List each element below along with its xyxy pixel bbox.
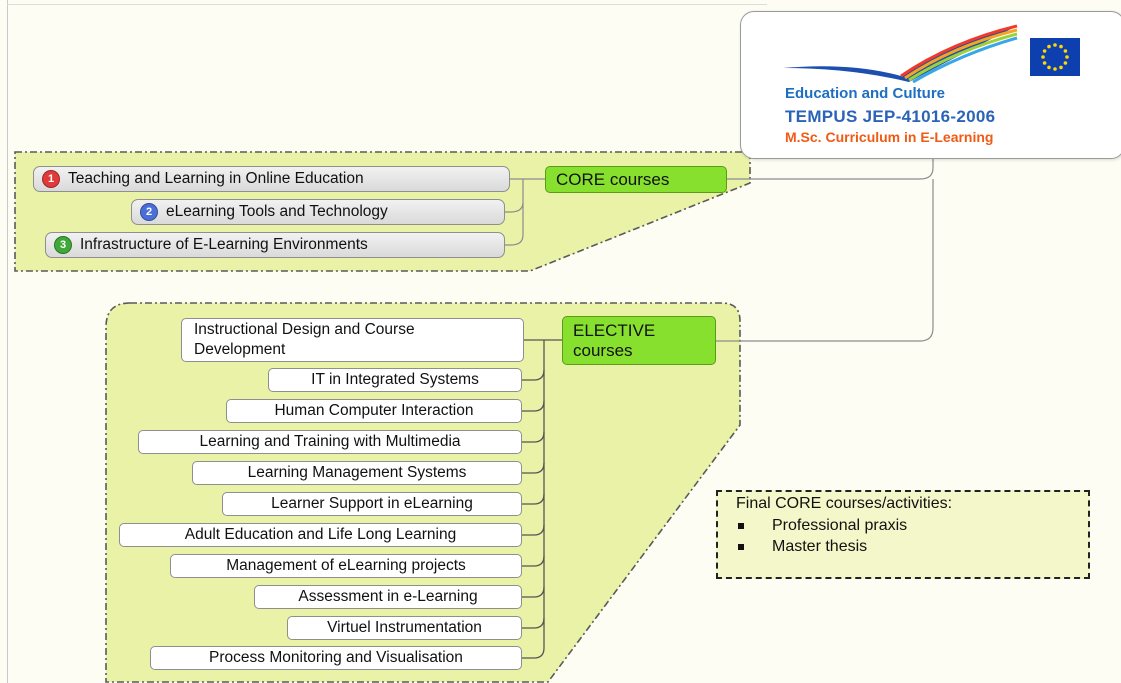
elective-course[interactable]: IT in Integrated Systems	[268, 368, 522, 392]
eu-flag-icon	[1030, 38, 1080, 76]
elective-connectors	[522, 339, 562, 659]
elective-course-label: Assessment in e-Learning	[298, 588, 478, 605]
elective-course-instructional-design[interactable]: Instructional Design and Course Developm…	[181, 318, 524, 362]
number-2-badge-icon: 2	[140, 203, 158, 221]
elective-course[interactable]: Human Computer Interaction	[226, 399, 522, 423]
core-course-label: Teaching and Learning in Online Educatio…	[68, 170, 364, 187]
elective-course-label: Management of eLearning projects	[226, 557, 466, 574]
core-course-1[interactable]: 1 Teaching and Learning in Online Educat…	[33, 166, 510, 192]
elective-course-label: Learning Management Systems	[247, 464, 467, 481]
core-hub-label: CORE courses	[556, 169, 670, 189]
final-activity-label: Professional praxis	[772, 516, 908, 534]
core-course-2[interactable]: 2 eLearning Tools and Technology	[131, 199, 505, 225]
final-core-activities-box: Final CORE courses/activities: Professio…	[716, 490, 1090, 579]
elective-course-label: Human Computer Interaction	[274, 402, 474, 419]
elective-course-label-line2: Development	[194, 341, 286, 358]
core-course-label: Infrastructure of E-Learning Environment…	[80, 236, 368, 253]
elective-course[interactable]: Learning and Training with Multimedia	[138, 430, 522, 454]
connector-logo-elective	[716, 179, 934, 342]
core-course-3[interactable]: 3 Infrastructure of E-Learning Environme…	[45, 232, 505, 258]
elective-course-label: Adult Education and Life Long Learning	[184, 526, 457, 543]
elective-course[interactable]: Assessment in e-Learning	[254, 585, 522, 609]
program-logo: Education and Culture TEMPUS JEP-41016-2…	[771, 20, 1091, 150]
final-activity-item: Master thesis	[736, 536, 1088, 557]
elective-course-label: Learner Support in eLearning	[271, 495, 473, 512]
number-1-badge-icon: 1	[42, 170, 60, 188]
core-courses-hub[interactable]: CORE courses	[545, 166, 727, 193]
elective-course[interactable]: Learner Support in eLearning	[222, 492, 522, 516]
connector-logo-core	[727, 157, 934, 180]
final-activities-title: Final CORE courses/activities:	[736, 495, 953, 512]
final-activity-item: Professional praxis	[736, 515, 1088, 536]
elective-course[interactable]: Process Monitoring and Visualisation	[150, 646, 522, 670]
elective-course-label-line1: Instructional Design and Course	[194, 321, 415, 338]
bullet-icon	[738, 522, 744, 529]
elective-course[interactable]: Learning Management Systems	[192, 461, 522, 485]
elective-hub-label-line2: courses	[573, 340, 633, 360]
elective-course-label: Virtuel Instrumentation	[327, 619, 482, 636]
logo-tempus-code: TEMPUS JEP-41016-2006	[785, 107, 996, 126]
elective-course-label: IT in Integrated Systems	[311, 371, 479, 388]
number-3-badge-icon: 3	[54, 236, 72, 254]
page-top-border	[7, 4, 767, 5]
elective-course-label: Learning and Training with Multimedia	[199, 433, 461, 450]
elective-course[interactable]: Adult Education and Life Long Learning	[119, 523, 522, 547]
connector-core-trunk	[505, 178, 545, 246]
core-course-label: eLearning Tools and Technology	[166, 203, 388, 220]
elective-course-label: Process Monitoring and Visualisation	[209, 649, 463, 666]
logo-curriculum-title: M.Sc. Curriculum in E-Learning	[785, 129, 994, 145]
elective-hub-label-line1: ELECTIVE	[573, 320, 656, 340]
elective-course[interactable]: Virtuel Instrumentation	[287, 616, 522, 640]
swoosh-logo-graphic	[783, 24, 1018, 84]
page-left-border	[7, 0, 8, 683]
elective-course[interactable]: Management of eLearning projects	[170, 554, 522, 578]
program-logo-box	[740, 11, 1121, 159]
final-activity-label: Master thesis	[772, 537, 868, 555]
elective-courses-hub[interactable]: ELECTIVE courses	[562, 316, 716, 365]
bullet-icon	[738, 543, 744, 550]
logo-title-education-culture: Education and Culture	[785, 85, 946, 102]
